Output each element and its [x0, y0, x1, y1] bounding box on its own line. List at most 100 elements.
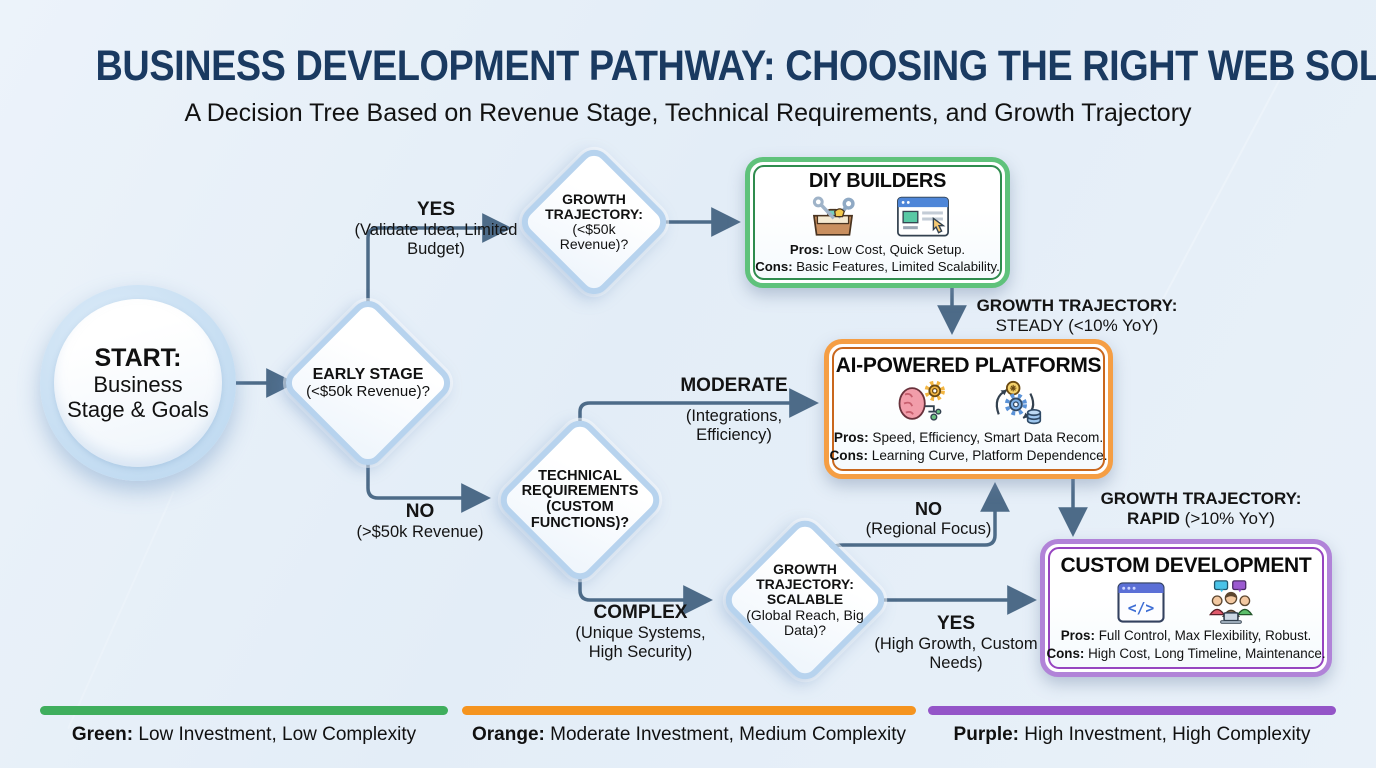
cons-line: Cons: High Cost, Long Timeline, Maintena… [1046, 645, 1325, 662]
arrow-yes-to-growth-small [366, 213, 512, 342]
legend-bar-purple [928, 706, 1336, 715]
decision-text: GROWTH TRAJECTORY: SCALABLE (Global Reac… [730, 539, 880, 661]
edge-label-detail-bold: RAPID [1127, 509, 1180, 529]
cons-label: Cons: [1046, 645, 1085, 661]
edge-label-text: YES [416, 199, 456, 220]
pros-line: Pros: Speed, Efficiency, Smart Data Reco… [829, 429, 1107, 446]
edge-label-rapid: GROWTH TRAJECTORY: RAPID (>10% YoY) [1086, 489, 1316, 529]
legend-bar-green [40, 706, 448, 715]
cons-line: Cons: Learning Curve, Platform Dependenc… [829, 447, 1107, 464]
edge-label-steady: GROWTH TRAJECTORY: STEADY (<10% YoY) [962, 296, 1192, 336]
edge-label-yes-early: YES (Validate Idea, Limited Budget) [352, 199, 520, 259]
cons-text: Basic Features, Limited Scalability. [792, 258, 1000, 274]
legend-purple: Purple: High Investment, High Complexity [928, 706, 1336, 746]
pros-text: Speed, Efficiency, Smart Data Recom. [868, 430, 1104, 446]
website-builder-icon [896, 196, 949, 237]
code-window-icon: </> [1117, 582, 1165, 623]
cons-label: Cons: [755, 258, 793, 274]
legend-desc: High Investment, High Complexity [1019, 724, 1311, 745]
decision-question: EARLY STAGE [312, 366, 424, 384]
pros-line: Pros: Full Control, Max Flexibility, Rob… [1046, 627, 1325, 644]
arrow-complex-to-scalable [578, 543, 713, 615]
arrow-no-to-tech [366, 428, 491, 513]
edge-label-detail: (Validate Idea, Limited Budget) [354, 220, 518, 258]
start-title: START: [94, 343, 182, 372]
start-node-face: START: Business Stage & Goals [54, 299, 222, 467]
edge-label-detail: (High Growth, Custom Needs) [874, 634, 1038, 672]
edge-label-detail: (Unique Systems, High Security) [575, 623, 706, 661]
legend-desc: Low Investment, Low Complexity [133, 724, 417, 745]
decision-detail: (<$50k Revenue)? [306, 382, 430, 400]
edge-label-text: MODERATE [680, 375, 788, 396]
solution-custom-development: CUSTOM DEVELOPMENT </> [1040, 539, 1332, 677]
legend-name: Green: [71, 724, 134, 745]
edge-label-complex: COMPLEX (Unique Systems, High Security) [558, 602, 723, 662]
legend-bar-orange [462, 706, 916, 715]
cons-text: Learning Curve, Platform Dependence. [867, 447, 1108, 463]
edge-label-yes-growth: YES (High Growth, Custom Needs) [872, 613, 1040, 673]
page-title-text: BUSINESS DEVELOPMENT PATHWAY: CHOOSING T… [95, 42, 1376, 90]
solution-title: CUSTOM DEVELOPMENT [1060, 554, 1312, 578]
decision-question: TECHNICAL REQUIREMENTS (CUSTOM FUNCTIONS… [521, 467, 639, 531]
decision-question: GROWTH TRAJECTORY: [545, 190, 643, 222]
solution-title: DIY BUILDERS [808, 169, 947, 192]
solution-card: CUSTOM DEVELOPMENT </> [1046, 547, 1326, 669]
solution-icons [894, 380, 1044, 427]
decision-growth-trajectory-small: GROWTH TRAJECTORY: (<$50k Revenue)? [514, 142, 674, 302]
pros-label: Pros: [789, 241, 824, 257]
edge-label-detail: (Integrations, Efficiency) [685, 406, 783, 444]
decision-detail: (Global Reach, Big Data)? [746, 606, 864, 638]
decision-question: GROWTH TRAJECTORY: SCALABLE [756, 561, 854, 608]
decision-technical-requirements: TECHNICAL REQUIREMENTS (CUSTOM FUNCTIONS… [493, 413, 667, 587]
dev-team-icon [1209, 580, 1253, 625]
edge-label-text: GROWTH TRAJECTORY: [1100, 489, 1302, 508]
decision-text: EARLY STAGE (<$50k Revenue)? [291, 320, 445, 446]
edge-label-text: NO [915, 499, 942, 519]
edge-label-detail: STEADY (<10% YoY) [995, 316, 1159, 336]
solution-card: DIY BUILDERS [753, 165, 1002, 280]
legend-name: Orange: [472, 724, 545, 745]
edge-label-detail-rest: (>10% YoY) [1179, 509, 1275, 529]
pros-line: Pros: Low Cost, Quick Setup. [755, 242, 1000, 259]
solution-icons: </> [1113, 580, 1259, 625]
start-subtitle: Business Stage & Goals [67, 371, 209, 422]
cons-line: Cons: Basic Features, Limited Scalabilit… [755, 259, 1000, 276]
legend-text-orange: Orange: Moderate Investment, Medium Comp… [462, 724, 916, 746]
decision-detail: (<$50k Revenue)? [559, 221, 629, 253]
edge-label-detail: RAPID (>10% YoY) [1086, 509, 1316, 529]
brain-ai-icon [898, 380, 945, 421]
edge-label-text: COMPLEX [593, 602, 688, 623]
solution-diy-builders: DIY BUILDERS [745, 157, 1010, 288]
arrow-moderate-to-ai [578, 388, 819, 462]
edge-label-text: GROWTH TRAJECTORY: [976, 296, 1178, 315]
page-title: BUSINESS DEVELOPMENT PATHWAY: CHOOSING T… [0, 42, 1376, 91]
legend-desc: Moderate Investment, Medium Complexity [544, 724, 906, 745]
pros-text: Full Control, Max Flexibility, Robust. [1094, 628, 1312, 644]
toolbox-icon [812, 196, 855, 236]
pros-text: Low Cost, Quick Setup. [823, 241, 966, 257]
solution-pros-cons: Pros: Speed, Efficiency, Smart Data Reco… [829, 429, 1107, 464]
solution-icons [805, 195, 951, 240]
automation-cycle-icon [995, 381, 1041, 425]
decision-growth-scalable: GROWTH TRAJECTORY: SCALABLE (Global Reac… [718, 513, 892, 687]
page-subtitle: A Decision Tree Based on Revenue Stage, … [184, 99, 1192, 127]
decision-text: TECHNICAL REQUIREMENTS (CUSTOM FUNCTIONS… [505, 439, 655, 561]
svg-text:</>: </> [1128, 600, 1155, 617]
solution-card: AI-POWERED PLATFORMS [829, 347, 1108, 471]
decision-text: GROWTH TRAJECTORY: (<$50k Revenue)? [524, 166, 664, 278]
legend-text-purple: Purple: High Investment, High Complexity [928, 724, 1336, 746]
cons-label: Cons: [829, 447, 868, 463]
edge-label-detail: (>$50k Revenue) [356, 522, 484, 541]
decision-early-stage: EARLY STAGE (<$50k Revenue)? [278, 293, 458, 473]
legend-orange: Orange: Moderate Investment, Medium Comp… [462, 706, 916, 746]
legend-text-green: Green: Low Investment, Low Complexity [40, 724, 448, 746]
solution-pros-cons: Pros: Full Control, Max Flexibility, Rob… [1046, 627, 1325, 661]
legend-green: Green: Low Investment, Low Complexity [40, 706, 448, 746]
pros-label: Pros: [1060, 628, 1095, 644]
cons-text: High Cost, Long Timeline, Maintenance. [1084, 645, 1326, 661]
solution-title: AI-POWERED PLATFORMS [835, 354, 1102, 378]
edge-label-no-early: NO (>$50k Revenue) [340, 501, 500, 542]
start-node: START: Business Stage & Goals [40, 285, 236, 481]
edge-label-text: NO [405, 501, 435, 522]
